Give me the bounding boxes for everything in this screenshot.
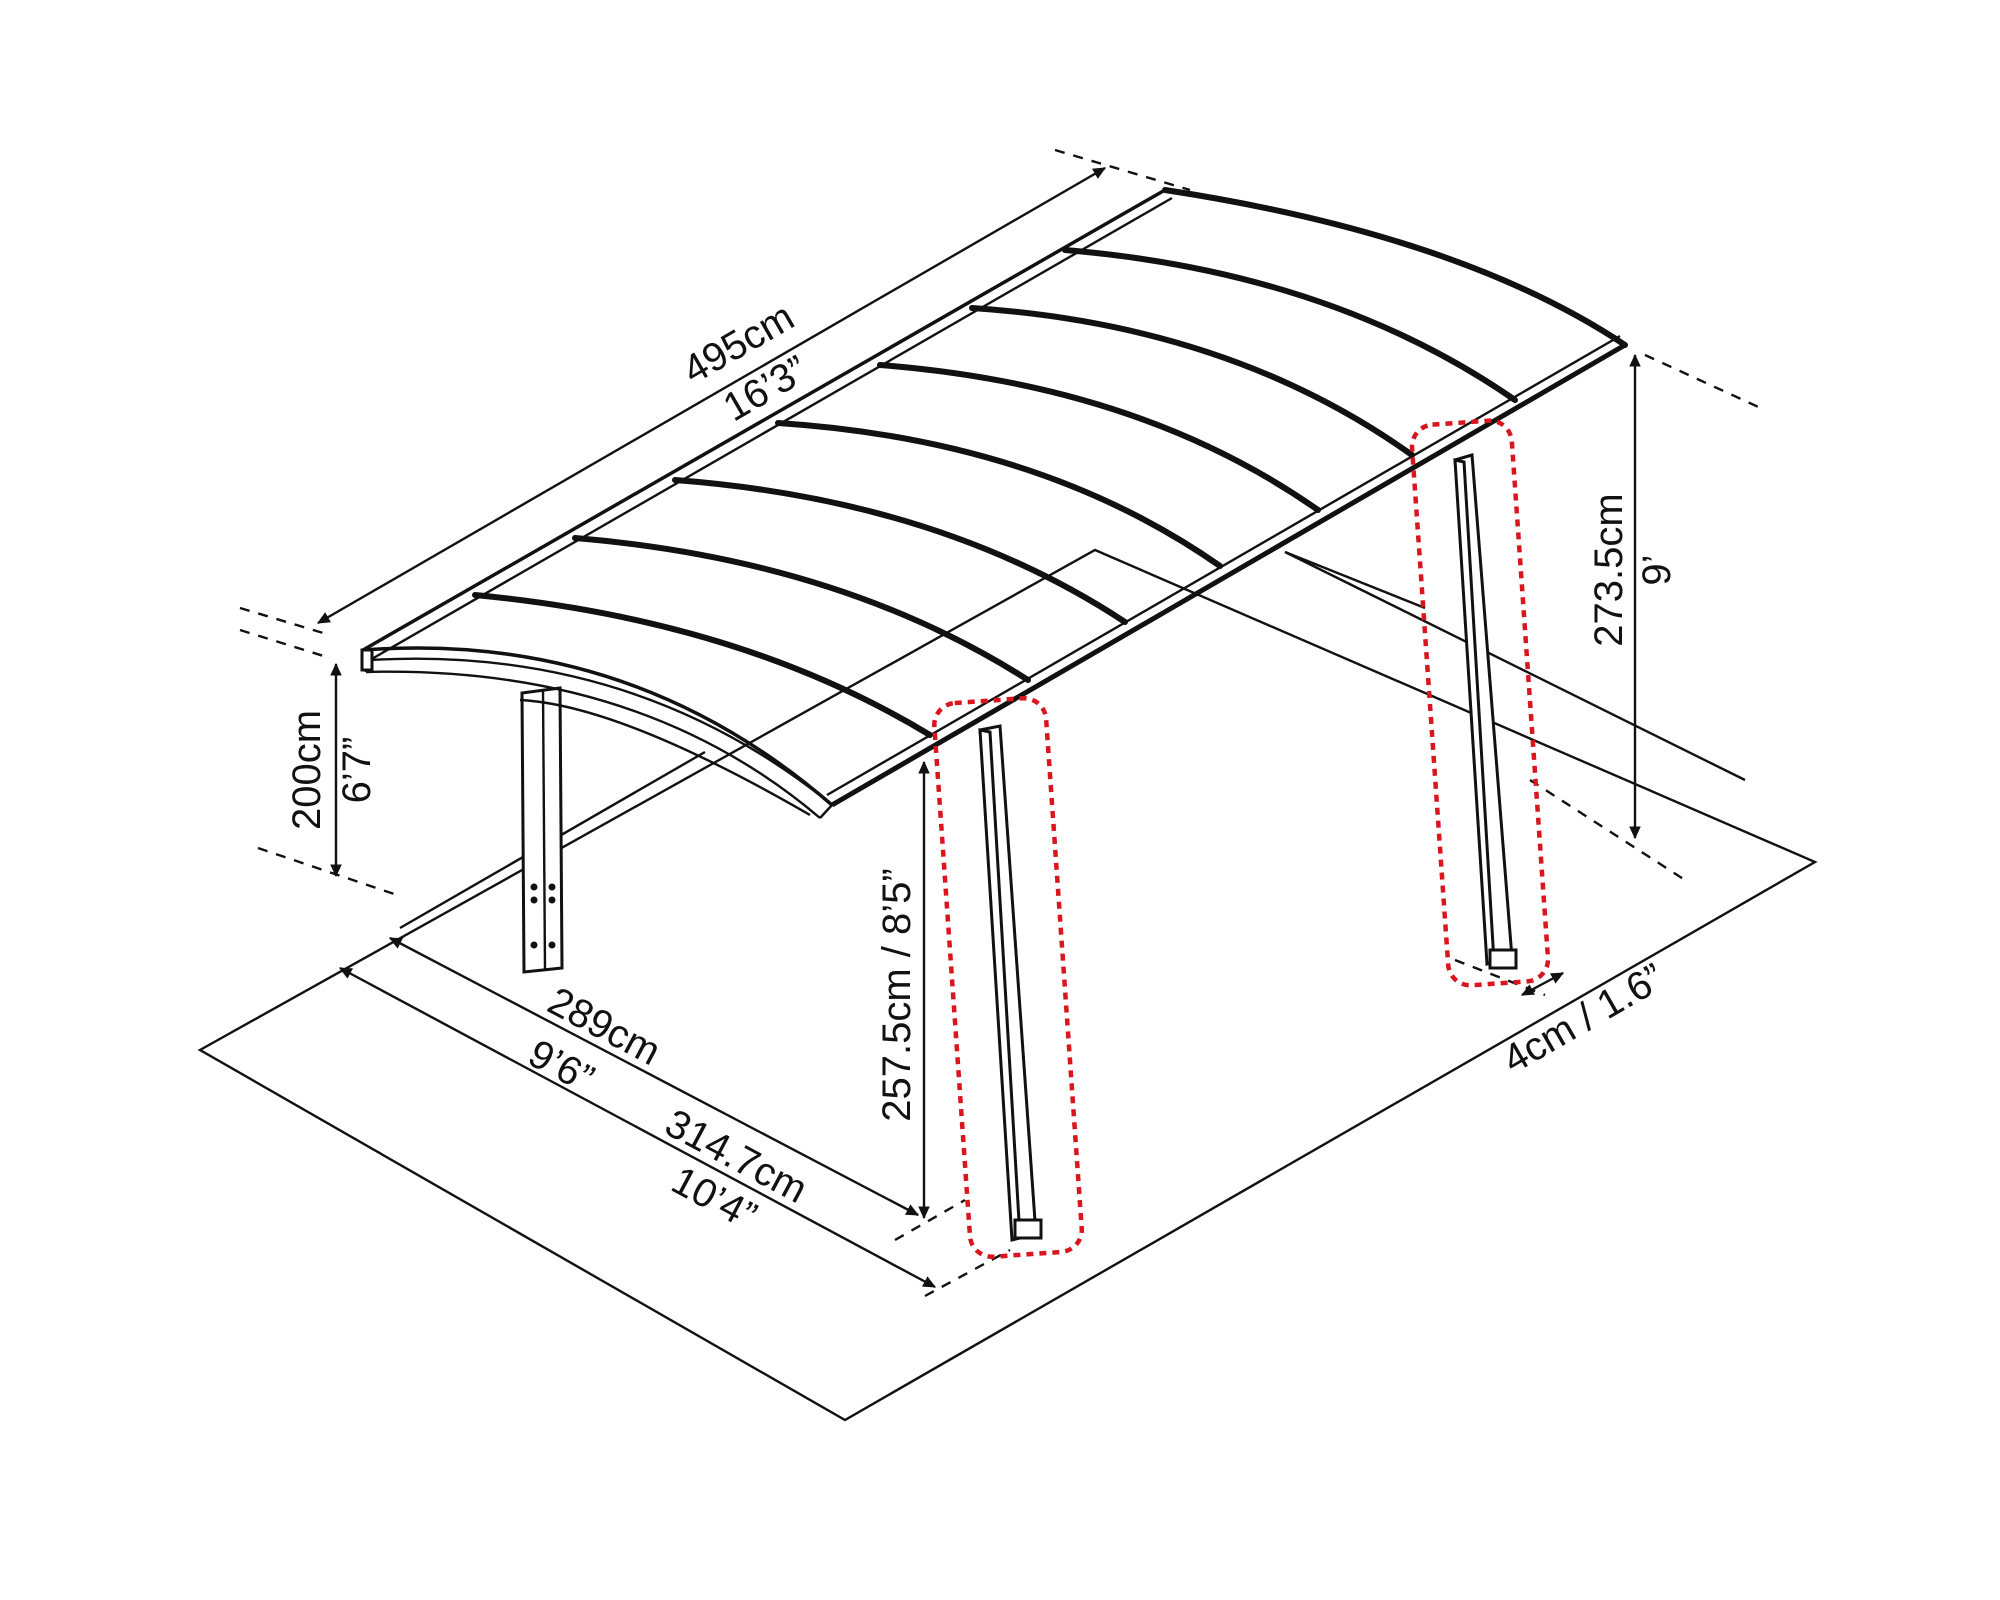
dim-line-width-posts (388, 936, 920, 1217)
post-highlights (932, 418, 1551, 1259)
dim-line-length (316, 166, 1107, 625)
posts (520, 453, 1518, 1242)
label-overall-height-in: 9’ (1635, 554, 1679, 585)
extension-dashes (239, 148, 1766, 1298)
highlight-front-right-post (1409, 418, 1551, 988)
ground-footprint (197, 548, 1818, 1422)
label-overall-height-cm: 273.5cm (1587, 493, 1631, 646)
dim-line-post-offset (1520, 971, 1565, 997)
highlight-front-left-post (932, 695, 1085, 1259)
dim-line-width-overall (338, 966, 937, 1289)
dimension-lines (316, 166, 1641, 1289)
label-post-offset: 4cm / 1.6” (1495, 955, 1671, 1082)
post-rear-left (520, 686, 564, 974)
label-post-height: 257.5cm / 8’5” (875, 868, 919, 1121)
label-clear-height-cm: 200cm (285, 710, 329, 830)
label-clear-height-in: 6’7” (335, 737, 379, 804)
